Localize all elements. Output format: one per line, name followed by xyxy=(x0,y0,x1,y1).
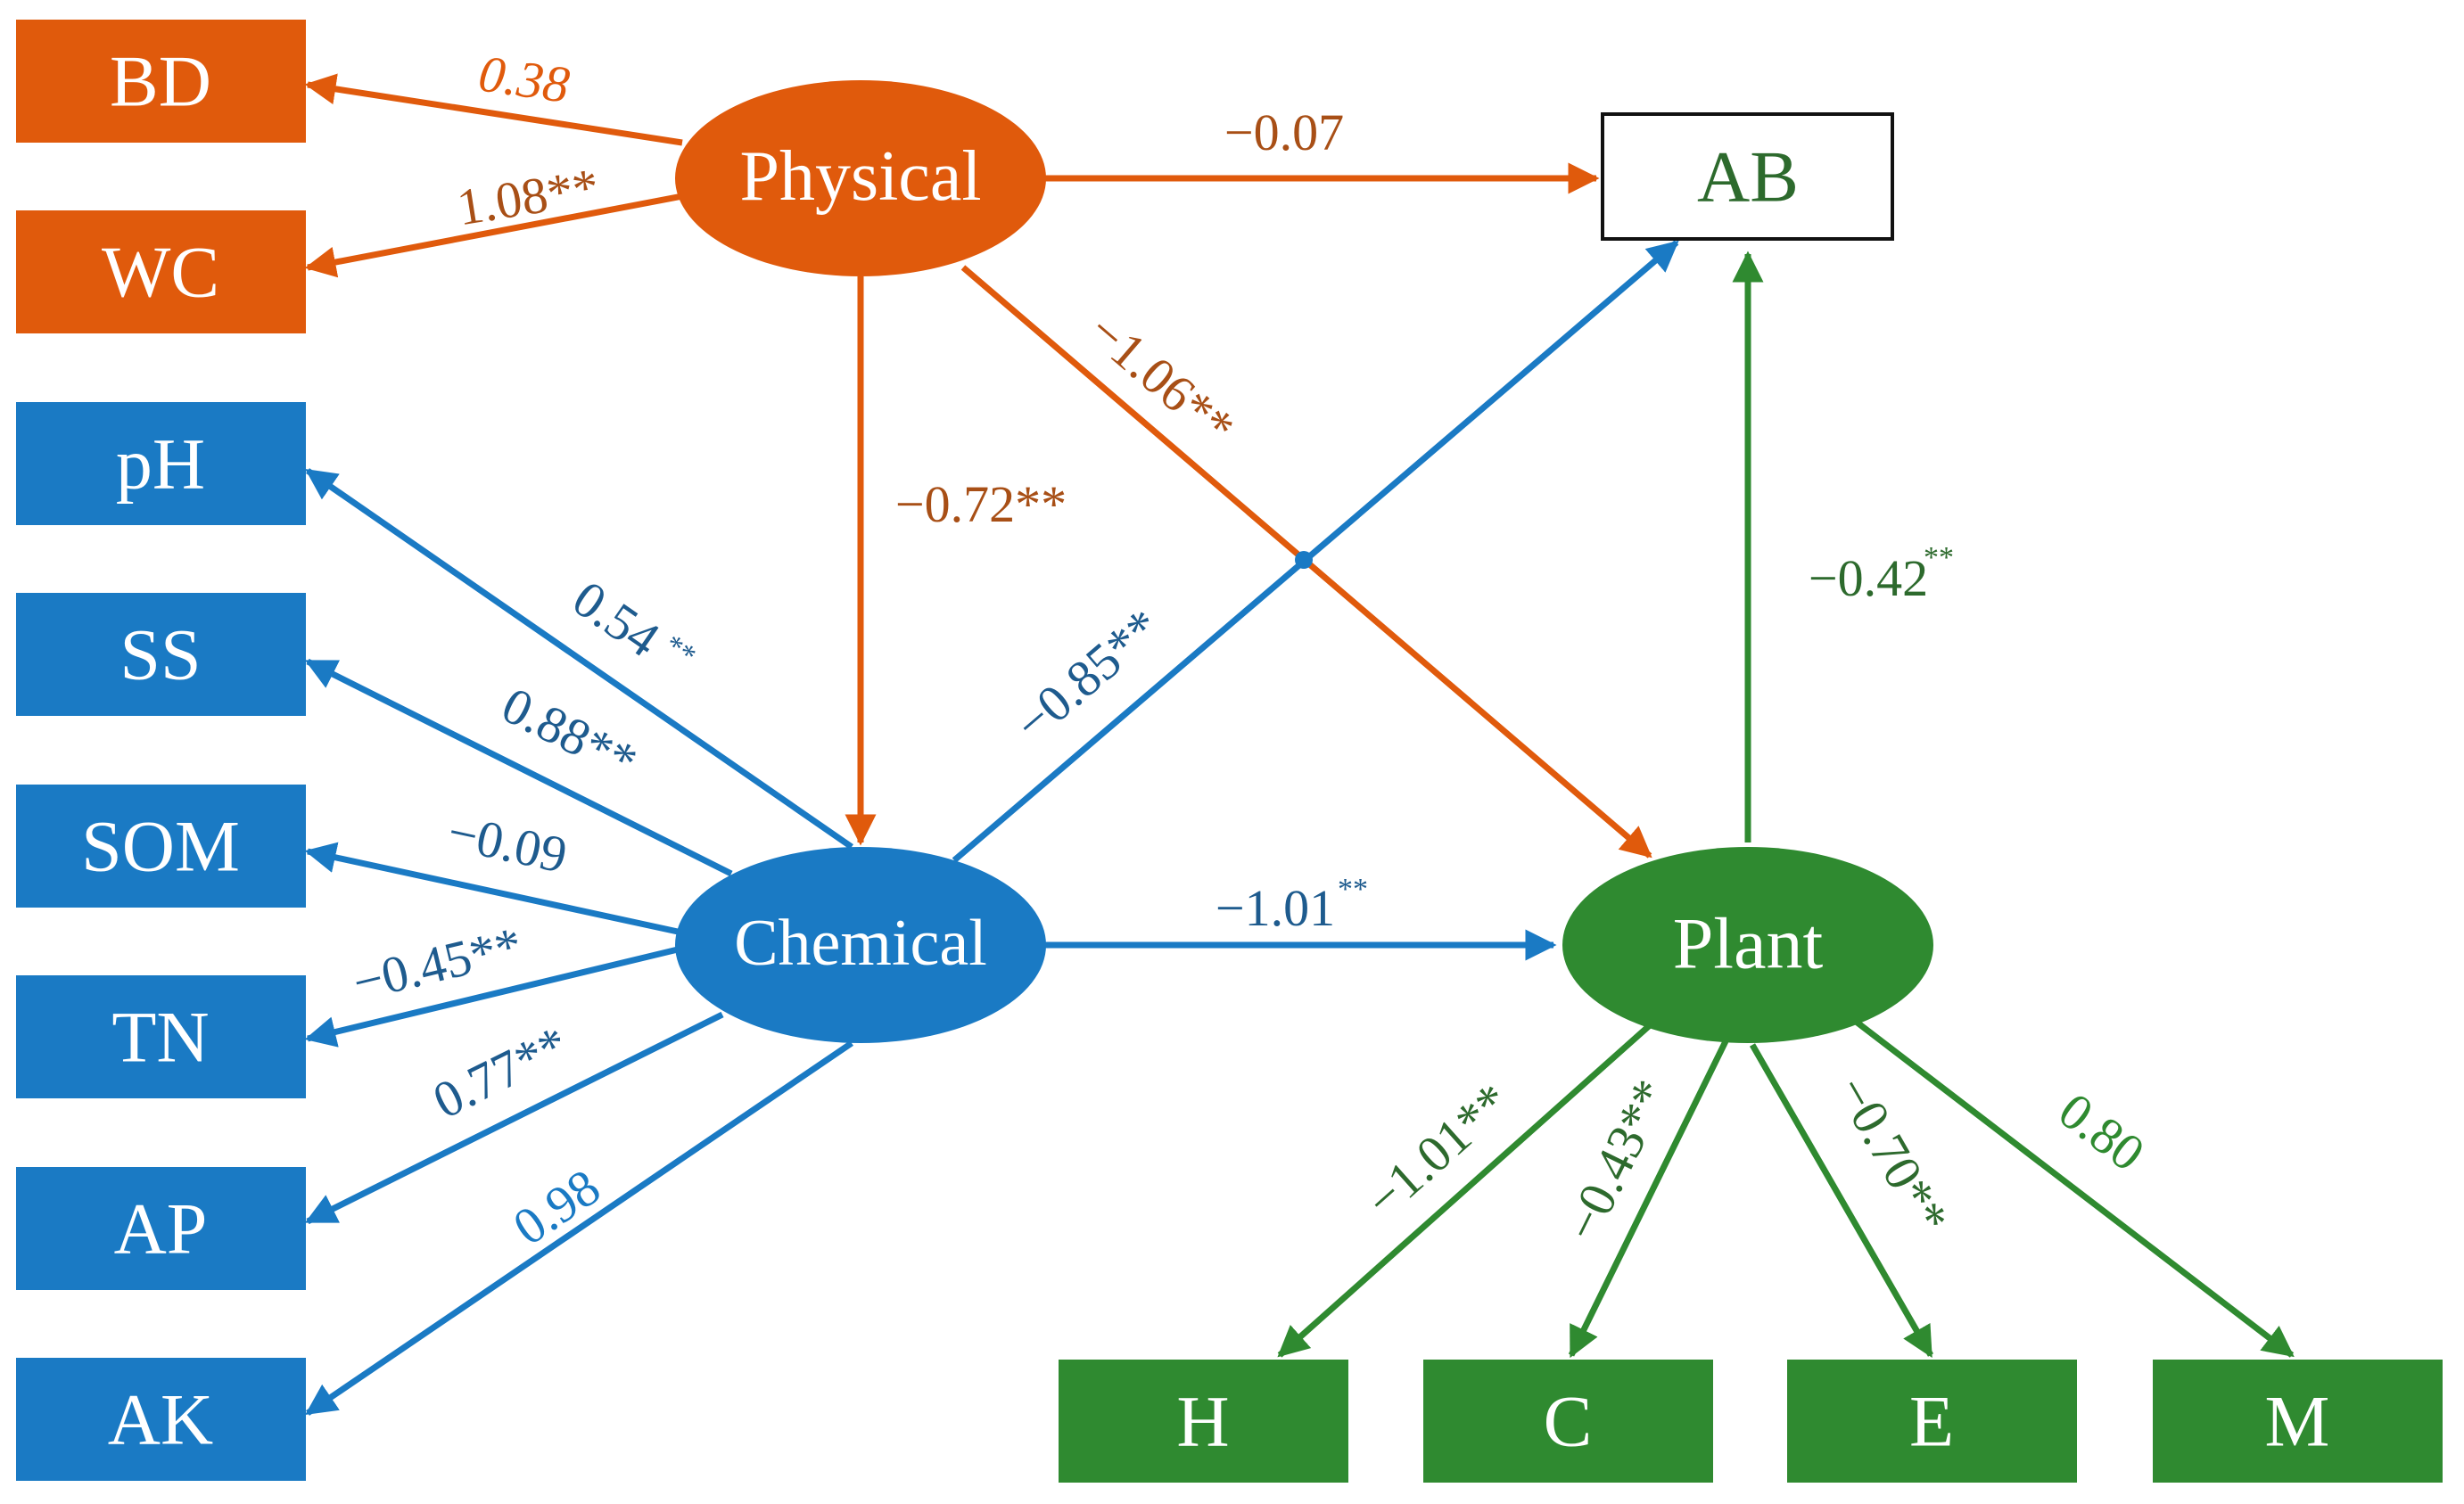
indicator-e: E xyxy=(1787,1360,2077,1483)
edge-chemical-ak xyxy=(305,1040,853,1416)
edge-chemical-ss xyxy=(304,658,733,877)
edge-plant-c xyxy=(1568,1040,1729,1359)
outcome-ab: AB xyxy=(1601,112,1894,241)
indicator-ph-label: pH xyxy=(116,423,205,505)
path-chemical-plant-label: −1.01 xyxy=(1216,879,1335,937)
loading-ss-label: 0.88** xyxy=(493,676,647,792)
physical-indicators: BD WC xyxy=(16,20,306,333)
loading-e-label: −0.70** xyxy=(1825,1066,1960,1244)
path-chemical-ab-label: −0.85** xyxy=(1003,597,1171,752)
latent-plant-label: Plant xyxy=(1673,903,1824,984)
indicator-wc-label: WC xyxy=(102,232,219,313)
latent-physical: Physical xyxy=(675,80,1046,276)
indicator-ss: SS xyxy=(16,593,306,716)
loading-m-label: 0.80 xyxy=(2048,1081,2155,1182)
edge-chemical-som xyxy=(304,842,679,935)
outcome-ab-label: AB xyxy=(1697,136,1799,218)
loading-ph-sig: ** xyxy=(658,629,702,673)
indicator-ap-label: AP xyxy=(114,1188,208,1270)
loading-ph-group: 0.54 ** xyxy=(563,569,702,673)
edge-crossing-dot xyxy=(1295,551,1313,569)
path-physical-ab-label: −0.07 xyxy=(1224,103,1344,161)
loading-h-label: −1.01** xyxy=(1355,1072,1521,1229)
edge-chemical-tn xyxy=(304,946,679,1048)
loading-wc-label: 1.08** xyxy=(453,157,603,236)
indicator-som-label: SOM xyxy=(81,806,240,887)
latent-plant: Plant xyxy=(1562,847,1933,1043)
indicator-ap: AP xyxy=(16,1167,306,1290)
indicator-e-label: E xyxy=(1909,1381,1954,1462)
latent-chemical: Chemical xyxy=(675,847,1046,1043)
loading-som-label: −0.09 xyxy=(443,802,573,884)
loading-ak-label: 0.98 xyxy=(503,1157,610,1256)
indicator-wc: WC xyxy=(16,210,306,333)
path-plant-ab-label: −0.42 xyxy=(1809,549,1928,607)
indicator-c-label: C xyxy=(1544,1381,1593,1462)
loading-tn-label: −0.45** xyxy=(347,916,527,1012)
indicator-ak: AK xyxy=(16,1358,306,1481)
indicator-ss-label: SS xyxy=(119,614,201,695)
edge-plant-e xyxy=(1749,1043,1934,1359)
latent-physical-label: Physical xyxy=(739,137,981,216)
indicator-bd-label: BD xyxy=(110,41,211,122)
loading-ap-label: 0.77** xyxy=(424,1015,577,1130)
edge-physical-bd xyxy=(304,73,683,146)
indicator-tn-label: TN xyxy=(111,997,209,1078)
indicator-m: M xyxy=(2153,1360,2443,1483)
chemical-indicators: pH SS SOM TN AP AK xyxy=(16,402,306,1481)
indicator-m-label: M xyxy=(2265,1381,2330,1462)
edge-plant-h xyxy=(1277,1023,1652,1358)
path-physical-plant-label: −1.06** xyxy=(1078,301,1246,456)
path-chemical-plant-sig: ** xyxy=(1338,873,1368,906)
indicator-tn: TN xyxy=(16,975,306,1098)
loading-ph-label: 0.54 xyxy=(563,569,670,668)
edge-chemical-ab xyxy=(952,240,1679,863)
edge-chemical-ph xyxy=(305,468,853,850)
indicator-h: H xyxy=(1059,1360,1348,1483)
loading-bd-label: 0.38 xyxy=(475,44,573,113)
indicator-ph: pH xyxy=(16,402,306,525)
path-plant-ab-sig: ** xyxy=(1924,541,1954,574)
plant-indicators: H C E M xyxy=(1059,1360,2443,1483)
indicator-bd: BD xyxy=(16,20,306,143)
edge-chemical-ap xyxy=(304,1011,724,1225)
latent-chemical-label: Chemical xyxy=(734,907,987,980)
path-physical-chemical-label: −0.72** xyxy=(895,475,1067,533)
edge-plant-m xyxy=(1852,1018,2295,1358)
indicator-h-label: H xyxy=(1176,1381,1229,1462)
indicator-som: SOM xyxy=(16,785,306,908)
indicator-ak-label: AK xyxy=(108,1379,213,1460)
edges xyxy=(304,73,2295,1416)
edge-physical-wc xyxy=(304,193,683,278)
indicator-c: C xyxy=(1423,1360,1713,1483)
